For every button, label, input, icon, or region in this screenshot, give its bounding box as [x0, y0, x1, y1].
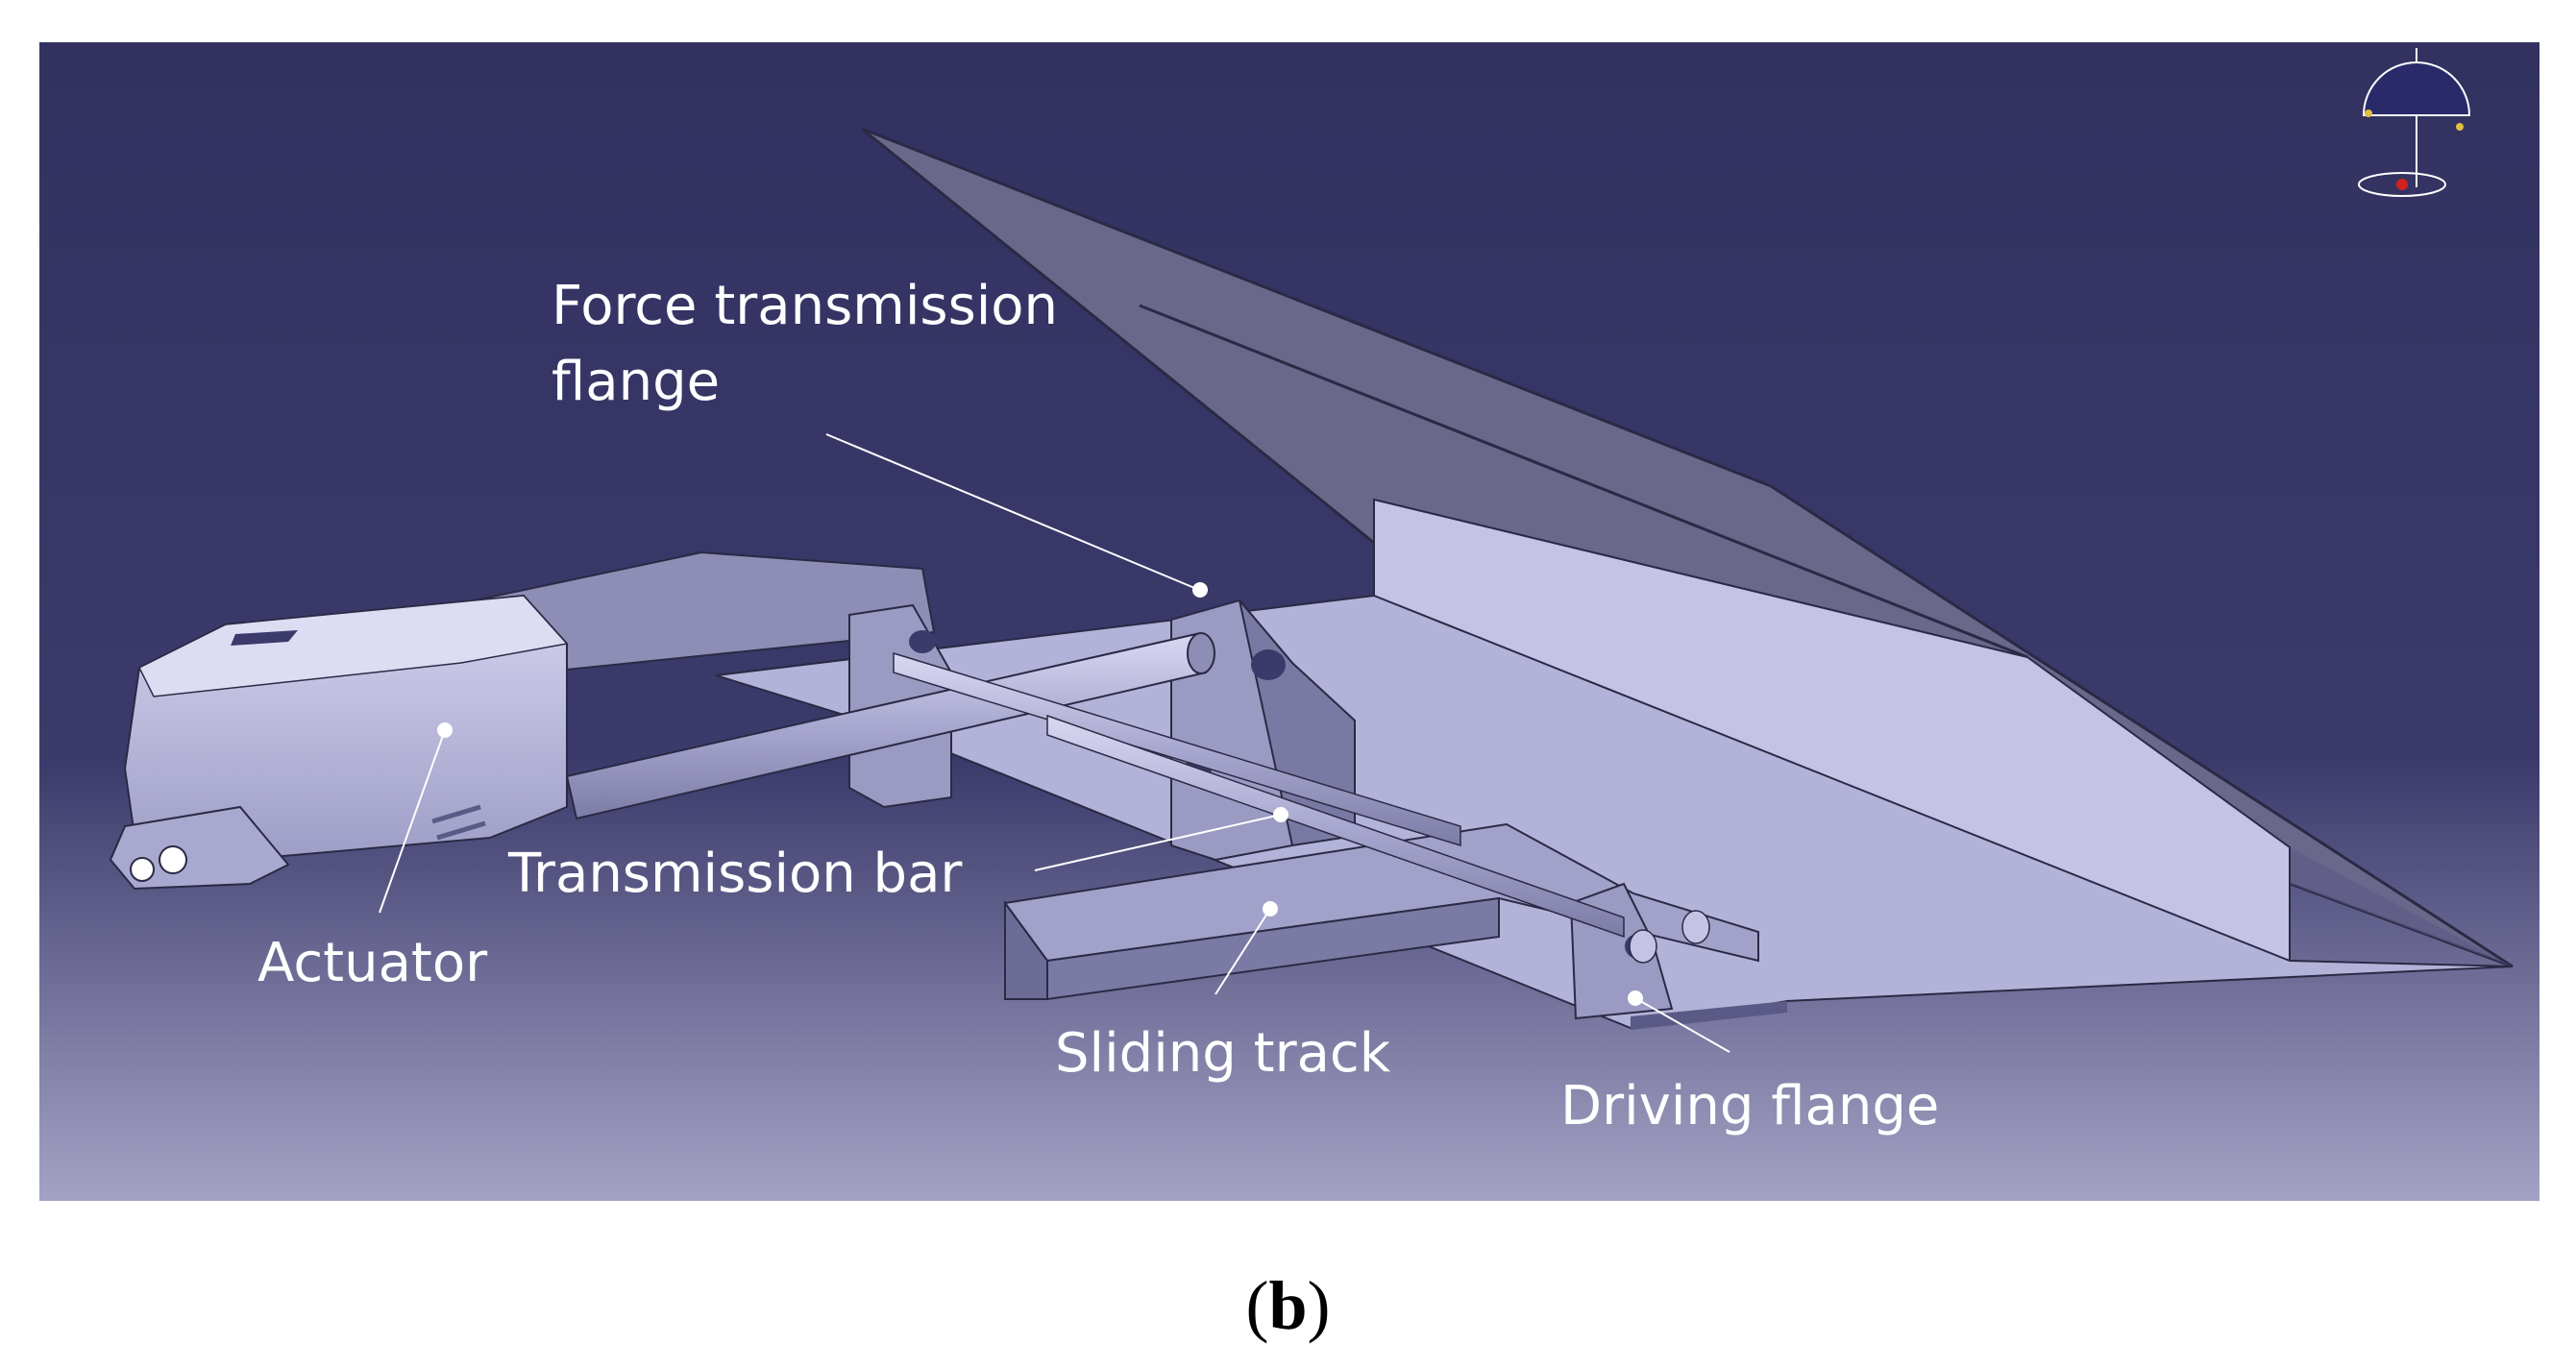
- label-force-transmission-flange-line1: Force transmission: [552, 275, 1058, 337]
- label-transmission-bar: Transmission bar: [507, 843, 963, 905]
- label-force-transmission-flange-line2: flange: [552, 351, 720, 413]
- label-sliding-track: Sliding track: [1055, 1022, 1391, 1085]
- figure-caption: (b): [0, 1266, 2576, 1346]
- label-actuator: Actuator: [258, 932, 488, 994]
- label-driving-flange: Driving flange: [1560, 1075, 1939, 1137]
- base-plate: [715, 594, 2514, 1030]
- sliding-track: [1003, 822, 1759, 1001]
- caption-label: b: [1268, 1267, 1308, 1344]
- deflector-panel: [861, 127, 2514, 972]
- actuator: [109, 594, 569, 891]
- callout-dots: [437, 582, 1643, 1006]
- transmission-bar: [565, 632, 1710, 964]
- compass-icon: [2358, 48, 2471, 197]
- caption-close: ): [1307, 1267, 1331, 1344]
- callout-leaders: [379, 433, 1730, 1053]
- caption-open: (: [1245, 1267, 1269, 1344]
